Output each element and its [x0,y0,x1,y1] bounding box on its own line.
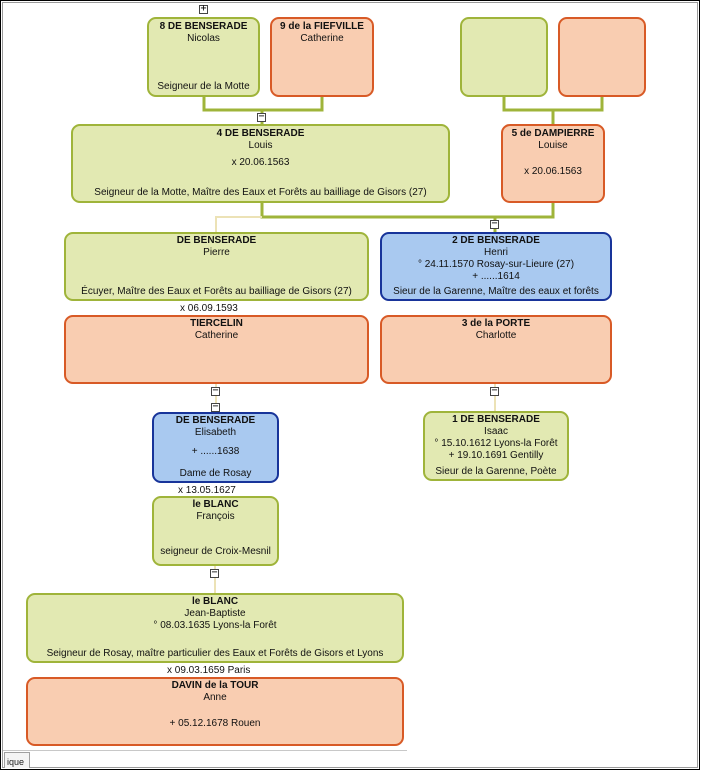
person-card-empty-father[interactable] [460,17,548,97]
person-given-name: Catherine [300,33,344,44]
death-date: + 19.10.1691 Gentilly [448,450,544,461]
person-given-name: Catherine [194,330,239,341]
connector-8-9 [202,96,324,112]
person-card-9[interactable]: 9 de la FIEFVILLE Catherine [270,17,374,97]
person-name: 1 DE BENSERADE [452,414,540,425]
person-name: DE BENSERADE [176,235,257,246]
person-card-2[interactable]: 2 DE BENSERADE Henri ° 24.11.1570 Rosay-… [380,232,612,301]
death-date: + 05.12.1678 Rouen [169,718,261,729]
person-given-name: Nicolas [187,33,220,44]
marriage-date: x 20.06.1563 [231,157,290,168]
person-card-tiercelin[interactable]: TIERCELIN Catherine [64,315,369,384]
collapse-toggle-francois[interactable]: − [210,567,219,578]
person-given-name: Pierre [203,247,230,258]
person-card-davin[interactable]: DAVIN de la TOUR Anne + 05.12.1678 Rouen [26,677,404,746]
bottom-divider [3,750,407,751]
person-name: DE BENSERADE [175,415,256,426]
collapse-toggle-children[interactable]: − [490,218,499,229]
person-card-pierre[interactable]: DE BENSERADE Pierre Écuyer, Maître des E… [64,232,369,301]
person-title: Écuyer, Maître des Eaux et Forêts au bai… [81,286,352,297]
person-title: Sieur de la Garenne, Poète [435,466,557,477]
collapse-toggle-louis[interactable]: − [257,111,266,122]
person-card-4[interactable]: 4 DE BENSERADE Louis x 20.06.1563 Seigne… [71,124,450,203]
person-title: Sieur de la Garenne, Maître des eaux et … [393,286,599,297]
connector-louis-louise [260,202,555,219]
person-name: 8 DE BENSERADE [159,21,248,32]
person-given-name: Charlotte [475,330,517,341]
person-card-empty-mother[interactable] [558,17,646,97]
person-given-name: Jean-Baptiste [184,608,246,619]
bottom-tab[interactable]: ique [4,752,30,768]
person-title: Seigneur de la Motte, Maître des Eaux et… [94,187,427,198]
death-date: + ......1638 [191,446,240,457]
person-name: TIERCELIN [190,318,243,329]
birth-date: ° 08.03.1635 Lyons-la Forêt [153,620,277,631]
person-name: 5 de DAMPIERRE [511,128,595,139]
marriage-date: x 20.06.1563 [524,166,582,177]
collapse-toggle-elisabeth[interactable]: − [211,401,220,412]
person-name: 3 de la PORTE [461,318,531,329]
death-date: + ......1614 [472,271,520,282]
person-card-1[interactable]: 1 DE BENSERADE Isaac ° 15.10.1612 Lyons-… [423,411,569,481]
person-name: 4 DE BENSERADE [216,128,305,139]
person-card-3[interactable]: 3 de la PORTE Charlotte [380,315,612,384]
person-name: le BLANC [191,596,239,607]
marriage-label-pierre-tiercelin: x 06.09.1593 [180,303,238,314]
person-name: 9 de la FIEFVILLE [280,21,364,32]
person-given-name: Henri [484,247,508,258]
person-given-name: Elisabeth [194,427,237,438]
person-title: Seigneur de Rosay, maître particulier de… [46,648,384,659]
person-name: le BLANC [192,499,239,510]
person-title: Seigneur de la Motte [157,81,250,92]
expand-toggle-top[interactable]: + [199,3,208,14]
person-title: seigneur de Croix-Mesnil [160,546,271,557]
person-given-name: Louise [538,140,568,151]
person-card-francois[interactable]: le BLANC François seigneur de Croix-Mesn… [152,496,279,566]
person-name: DAVIN de la TOUR [171,680,259,691]
person-card-8[interactable]: 8 DE BENSERADE Nicolas Seigneur de la Mo… [147,17,260,97]
person-title: Dame de Rosay [179,468,252,479]
person-given-name: Anne [203,692,227,703]
person-card-jean-baptiste[interactable]: le BLANC Jean-Baptiste ° 08.03.1635 Lyon… [26,593,404,663]
birth-date: ° 15.10.1612 Lyons-la Forêt [434,438,558,449]
marriage-label-elisabeth-francois: x 13.05.1627 [178,485,236,496]
marriage-label-jb-davin: x 09.03.1659 Paris [167,665,251,676]
collapse-toggle-henri[interactable]: − [490,385,499,396]
connector-to-pierre [215,216,262,232]
birth-date: ° 24.11.1570 Rosay-sur-Lieure (27) [417,259,575,270]
person-given-name: Louis [248,140,273,151]
person-given-name: François [196,511,235,522]
connector-empty-parents [502,96,604,112]
person-given-name: Isaac [484,426,508,437]
person-name: 2 DE BENSERADE [452,235,540,246]
person-card-elisabeth[interactable]: DE BENSERADE Elisabeth + ......1638 Dame… [152,412,279,483]
collapse-toggle-pierre[interactable]: − [211,385,220,396]
person-card-5[interactable]: 5 de DAMPIERRE Louise x 20.06.1563 [501,124,605,203]
